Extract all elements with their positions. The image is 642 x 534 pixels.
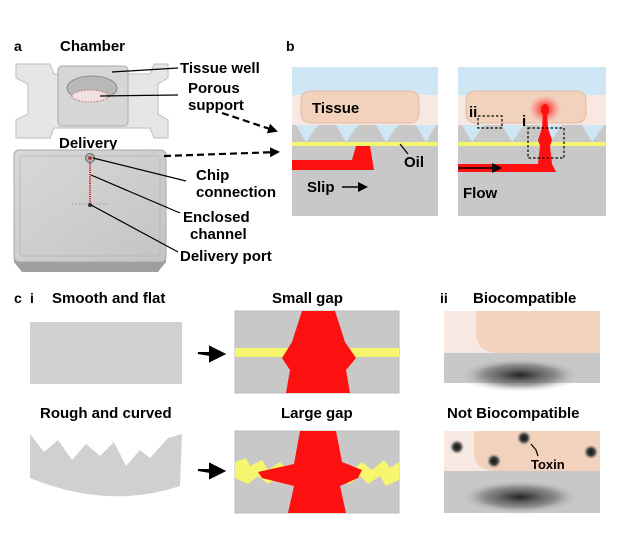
label-box-i: i	[522, 113, 526, 130]
biocompatible-schematic	[444, 311, 600, 392]
pores	[296, 125, 436, 142]
oil-layer	[292, 142, 438, 146]
rough-slab	[30, 434, 182, 497]
nonbio-shadow	[458, 480, 582, 514]
label-delivery-port: Delivery port	[180, 248, 272, 265]
tissue-block	[300, 90, 420, 124]
panel-a: a Chamber Delivery Ti	[13, 38, 280, 272]
channel-line	[90, 174, 181, 214]
label-tissue: Tissue	[312, 100, 359, 117]
nonbio-tissue	[474, 431, 600, 471]
chip-line	[92, 157, 187, 182]
label-chip: Chip	[196, 167, 229, 184]
label-not-biocompatible: Not Biocompatible	[447, 405, 580, 422]
small-gap-delivery	[282, 311, 356, 393]
media-layer-r	[458, 67, 606, 95]
label-tissue-well: Tissue well	[180, 60, 260, 77]
bio-tissue	[476, 311, 600, 353]
toxin-particle	[584, 445, 598, 459]
delivery-channel	[292, 146, 374, 170]
pores-r	[462, 125, 604, 142]
panel-a-letter: a	[14, 38, 22, 54]
not-biocompatible-schematic: Toxin	[444, 431, 600, 514]
toxin-particle	[450, 440, 464, 454]
delivery-title: Delivery	[59, 135, 118, 152]
delivery-flow	[458, 112, 556, 172]
delivery-port	[88, 203, 92, 207]
label-small-gap: Small gap	[272, 290, 343, 307]
large-gap-delivery	[258, 431, 362, 513]
box-i	[527, 127, 565, 159]
toxin-particle	[487, 454, 501, 468]
panel-c-sub-i: i	[30, 290, 34, 306]
porous-membrane-r	[458, 125, 606, 142]
label-channel: channel	[190, 226, 247, 243]
label-support: support	[188, 97, 244, 114]
panel-b: b Tissue Oil Slip	[286, 38, 606, 216]
arrow-smooth	[197, 345, 227, 363]
delivery-tip	[541, 104, 549, 116]
tissue-well-line	[111, 67, 179, 73]
schematic-right: ii i Flow	[458, 67, 606, 216]
connector-plate-to-b	[163, 147, 280, 158]
panel-c: c i Smooth and flat Small gap ii Biocomp…	[14, 290, 600, 514]
panel-b-letter: b	[286, 38, 295, 54]
panel-c-letter: c	[14, 290, 22, 306]
media-layer	[292, 67, 438, 95]
smooth-slab	[30, 322, 182, 384]
porous-membrane	[292, 125, 438, 142]
toxin-particle	[517, 431, 531, 445]
oil-layer-r	[458, 142, 606, 146]
label-rough: Rough and curved	[40, 405, 172, 422]
arrow-rough	[197, 462, 227, 480]
label-large-gap: Large gap	[281, 405, 353, 422]
panel-c-sub-ii: ii	[440, 290, 448, 306]
port-line	[90, 204, 179, 253]
label-box-ii: ii	[469, 104, 477, 121]
slip-layer-r	[458, 146, 606, 216]
porous-line	[99, 94, 179, 97]
large-gap-schematic	[234, 430, 400, 514]
small-gap-schematic	[234, 310, 400, 394]
schematic-left: Tissue Oil Slip	[292, 67, 438, 216]
delivery-plate	[13, 149, 167, 272]
label-slip: Slip	[307, 179, 335, 196]
toxin-pointer	[530, 443, 539, 457]
label-enclosed: Enclosed	[183, 209, 250, 226]
connector-chamber-to-b	[221, 111, 278, 134]
callout-lines	[90, 67, 187, 253]
label-connection: connection	[196, 184, 276, 201]
label-toxin: Toxin	[531, 457, 565, 472]
oil-line	[399, 143, 409, 155]
chip-connection-center	[88, 156, 92, 160]
label-biocompatible: Biocompatible	[473, 290, 576, 307]
label-flow: Flow	[463, 185, 497, 202]
label-oil: Oil	[404, 154, 424, 171]
chamber-illustration	[15, 63, 169, 139]
chamber-title: Chamber	[60, 38, 125, 55]
label-porous: Porous	[188, 80, 240, 97]
label-smooth: Smooth and flat	[52, 290, 165, 307]
bio-shadow	[458, 358, 582, 392]
